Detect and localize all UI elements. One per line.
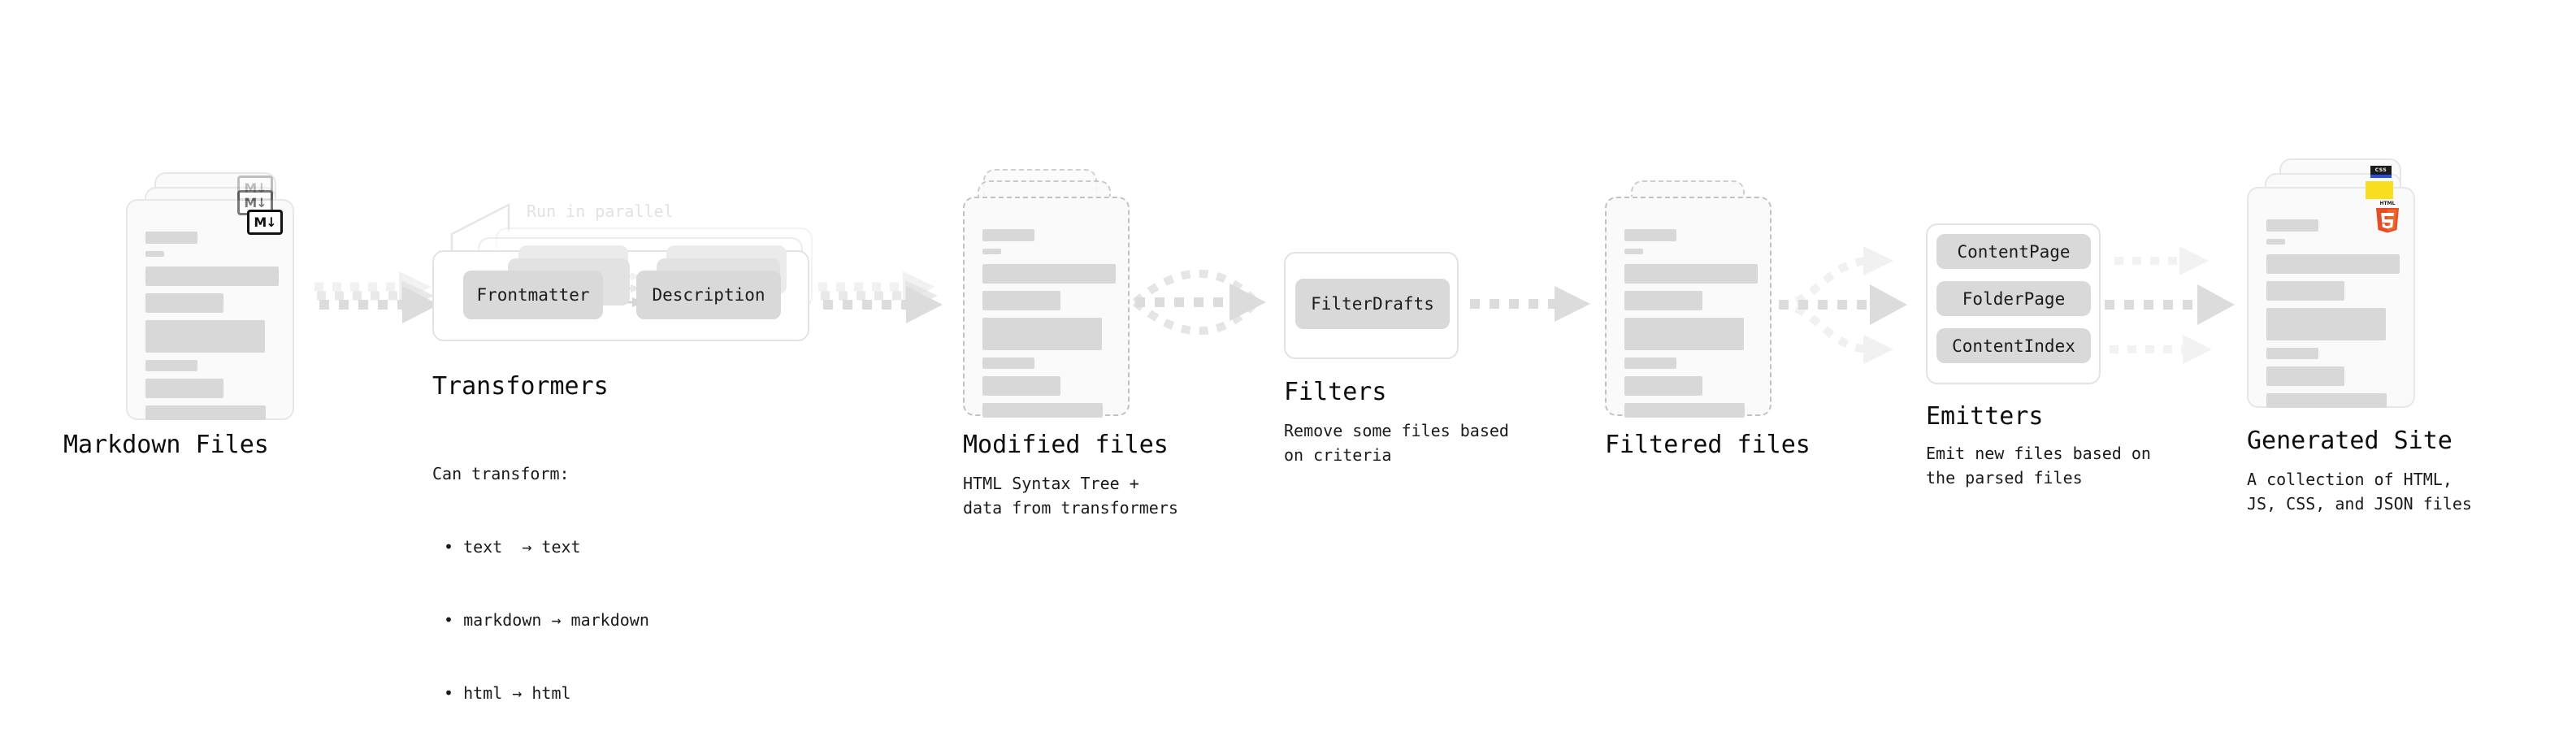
content-line xyxy=(1624,264,1758,284)
content-line xyxy=(982,358,1034,369)
transform-bullet: • text → text xyxy=(444,537,581,557)
content-line xyxy=(982,264,1116,284)
stage-subtitle-transformers: Can transform: • text → text • markdown … xyxy=(432,413,649,754)
content-line xyxy=(1624,229,1676,241)
content-line xyxy=(2266,219,2318,232)
content-line xyxy=(2266,281,2344,301)
content-line xyxy=(145,293,223,313)
arrow-markdown-to-transformers xyxy=(314,271,439,323)
content-line xyxy=(2266,393,2387,408)
generated-site-file-stack: CSS HTML xyxy=(2247,158,2442,427)
content-line xyxy=(145,232,197,244)
markdown-file-stack: M↓ M↓ M↓ xyxy=(122,162,309,422)
stage-modified-files: Modified files HTML Syntax Tree + data f… xyxy=(963,162,1178,518)
file-content-lines xyxy=(145,232,279,427)
arrow-modified-to-filters xyxy=(1132,269,1266,336)
chip-contentpage[interactable]: ContentPage xyxy=(1936,234,2091,269)
content-line xyxy=(1624,403,1745,418)
css-badge: CSS xyxy=(2370,166,2392,178)
stage-title-emitters: Emitters xyxy=(1926,402,2044,431)
file-card-front xyxy=(963,197,1130,418)
file-content-lines xyxy=(2266,219,2400,415)
content-line xyxy=(2266,239,2285,245)
content-line xyxy=(982,249,1001,254)
chip-description[interactable]: Description xyxy=(636,271,781,319)
html5-badge: HTML xyxy=(2374,199,2401,233)
content-line xyxy=(145,251,164,257)
stage-markdown-files: M↓ M↓ M↓ Markdown Files xyxy=(63,162,309,459)
content-line xyxy=(982,376,1060,396)
chip-folderpage[interactable]: FolderPage xyxy=(1936,281,2091,316)
content-line xyxy=(145,379,223,398)
stage-title-transformers: Transformers xyxy=(432,372,609,401)
content-line xyxy=(145,266,279,286)
content-line xyxy=(982,318,1102,350)
file-content-lines xyxy=(1624,229,1758,425)
file-card-front xyxy=(126,199,294,420)
stage-subtitle-modified-files: HTML Syntax Tree + data from transformer… xyxy=(963,474,1178,518)
content-line xyxy=(1624,249,1643,254)
stage-filtered-files: Filtered files xyxy=(1605,162,1811,459)
arrow-emitters-to-site xyxy=(2105,246,2235,364)
content-line xyxy=(982,291,1060,310)
run-in-parallel-bracket xyxy=(450,202,510,264)
filtered-file-stack xyxy=(1605,162,1784,422)
js-badge xyxy=(2366,181,2393,199)
stage-title-markdown-files: Markdown Files xyxy=(63,431,269,459)
pipeline-diagram: M↓ M↓ M↓ Markdown Files Run in parallel xyxy=(63,158,2472,703)
arrow-filtered-to-emitters xyxy=(1778,246,1907,364)
content-line xyxy=(982,229,1034,241)
content-line xyxy=(1624,291,1702,310)
stage-subtitle-generated-site: A collection of HTML, JS, CSS, and JSON … xyxy=(2247,470,2472,514)
content-line xyxy=(1624,358,1676,369)
content-line xyxy=(1624,318,1744,350)
stage-title-modified-files: Modified files xyxy=(963,431,1169,459)
run-in-parallel-label: Run in parallel xyxy=(527,202,674,221)
stage-title-filtered-files: Filtered files xyxy=(1605,431,1811,459)
content-line xyxy=(2266,348,2318,359)
content-line xyxy=(2266,308,2386,340)
markdown-badge: M↓ xyxy=(247,210,283,235)
svg-text:HTML: HTML xyxy=(2380,201,2396,206)
transform-lead: Can transform: xyxy=(432,464,570,483)
arrow-filters-to-filtered xyxy=(1470,286,1590,322)
chip-frontmatter[interactable]: Frontmatter xyxy=(463,271,603,319)
content-line xyxy=(2266,254,2400,274)
stage-title-filters: Filters xyxy=(1284,378,1387,406)
content-line xyxy=(2266,366,2344,386)
content-line xyxy=(1624,376,1702,396)
file-card-front xyxy=(1605,197,1772,418)
content-line xyxy=(982,403,1103,418)
transform-bullet: • html → html xyxy=(444,683,571,703)
transform-bullet: • markdown → markdown xyxy=(444,610,649,630)
stage-subtitle-emitters: Emit new files based on the parsed files xyxy=(1926,444,2151,488)
chip-contentindex[interactable]: ContentIndex xyxy=(1936,328,2091,363)
content-line xyxy=(145,320,265,353)
stage-title-generated-site: Generated Site xyxy=(2247,427,2452,455)
stage-subtitle-filters: Remove some files based on criteria xyxy=(1284,421,1509,465)
content-line xyxy=(145,405,266,420)
chip-filterdrafts[interactable]: FilterDrafts xyxy=(1295,279,1450,329)
modified-file-stack xyxy=(963,162,1142,422)
content-line xyxy=(145,360,197,371)
stage-generated-site: CSS HTML Generated Site A collection of … xyxy=(2247,158,2472,514)
file-content-lines xyxy=(982,229,1116,425)
arrow-transformers-to-modified xyxy=(818,271,943,323)
html5-logo-icon: HTML xyxy=(2376,201,2399,233)
